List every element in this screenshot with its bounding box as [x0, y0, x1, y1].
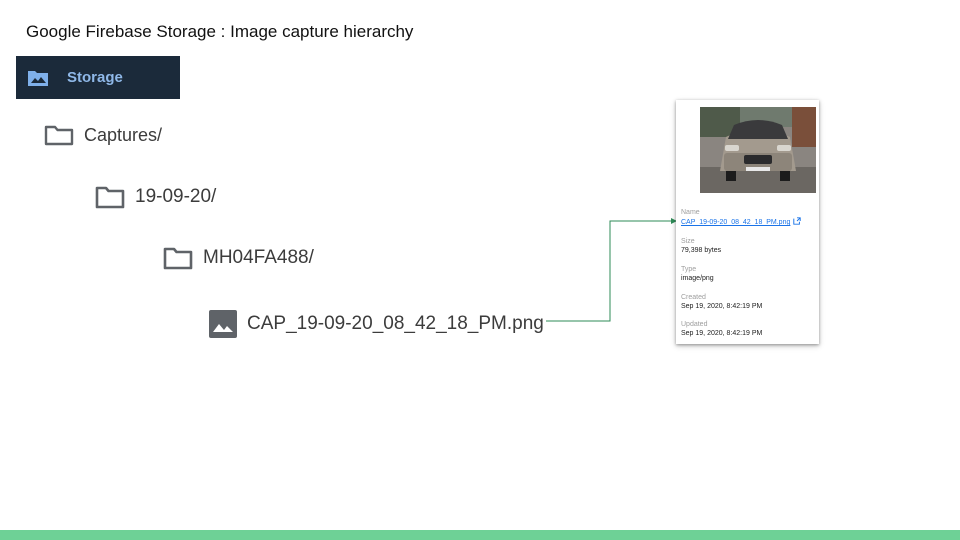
meta-updated-label: Updated	[681, 321, 708, 328]
tree-folder-date[interactable]: 19-09-20/	[95, 185, 216, 209]
tree-folder-vehicle[interactable]: MH04FA488/	[163, 246, 314, 270]
meta-updated: Updated Sep 19, 2020, 8:42:19 PM	[681, 320, 762, 338]
tree-folder-label: MH04FA488/	[203, 247, 314, 268]
tree-folder-captures[interactable]: Captures/	[44, 124, 162, 146]
tree-folder-label: 19-09-20/	[135, 186, 217, 207]
meta-created-value: Sep 19, 2020, 8:42:19 PM	[681, 303, 763, 310]
meta-size: Size 79,398 bytes	[681, 237, 721, 255]
file-details-card: Name CAP_19-09-20_08_42_18_PM.png Size 7…	[676, 100, 819, 344]
file-name-link[interactable]: CAP_19-09-20_08_42_18_PM.png	[681, 219, 791, 226]
folder-icon	[44, 125, 74, 146]
tree-file-label: CAP_19-09-20_08_42_18_PM.png	[247, 313, 544, 334]
folder-image-icon	[28, 70, 48, 86]
car-photo-thumbnail	[700, 107, 816, 193]
meta-size-value: 79,398 bytes	[681, 247, 722, 254]
open-in-new-icon[interactable]	[793, 217, 802, 225]
meta-created-label: Created	[681, 294, 706, 301]
bottom-accent-bar	[0, 530, 960, 540]
storage-nav-header[interactable]: Storage	[16, 56, 180, 99]
tree-file-capture[interactable]: CAP_19-09-20_08_42_18_PM.png	[209, 310, 544, 338]
slide-title: Google Firebase Storage : Image capture …	[26, 22, 414, 41]
storage-label: Storage	[67, 69, 123, 86]
meta-type-value: image/png	[681, 275, 714, 282]
folder-icon	[95, 186, 125, 209]
tree-folder-label: Captures/	[84, 124, 163, 145]
meta-size-label: Size	[681, 238, 695, 245]
meta-updated-value: Sep 19, 2020, 8:42:19 PM	[681, 330, 763, 337]
meta-type-label: Type	[681, 266, 697, 273]
meta-type: Type image/png	[681, 265, 714, 283]
folder-icon	[163, 247, 193, 270]
meta-name: Name CAP_19-09-20_08_42_18_PM.png	[681, 208, 802, 227]
meta-name-label: Name	[681, 209, 700, 216]
meta-created: Created Sep 19, 2020, 8:42:19 PM	[681, 293, 762, 311]
image-icon	[209, 310, 237, 338]
